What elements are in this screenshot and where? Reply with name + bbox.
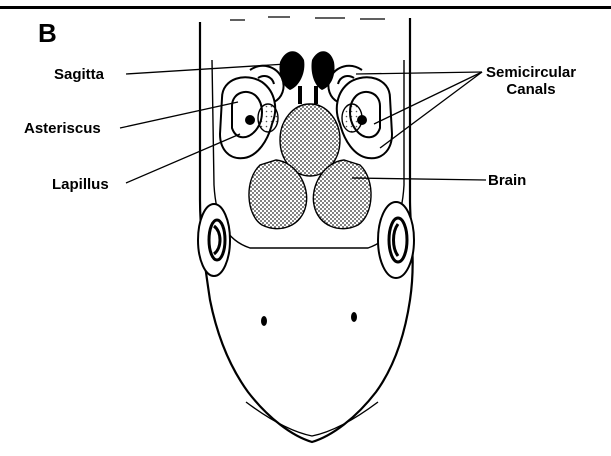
leader-canals-1: [356, 72, 482, 74]
right-lapillus-otolith: [357, 115, 367, 125]
nostrils: [261, 312, 357, 326]
leader-canals-3: [380, 72, 482, 148]
label-sagitta: Sagitta: [54, 66, 104, 83]
label-asteriscus: Asteriscus: [24, 120, 101, 137]
sagitta-otoliths: [279, 51, 334, 104]
label-brain: Brain: [488, 172, 526, 189]
label-canals-line2: Canals: [486, 81, 576, 98]
left-lapillus-otolith: [245, 115, 255, 125]
label-semicircular-line1: Semicircular: [486, 64, 576, 81]
left-eye: [198, 204, 230, 276]
leader-sagitta: [126, 64, 286, 74]
label-semicircular-canals: Semicircular Canals: [486, 64, 576, 99]
right-eye: [378, 202, 414, 278]
leader-brain: [352, 178, 486, 180]
label-lapillus: Lapillus: [52, 176, 109, 193]
leader-lapillus: [126, 134, 240, 183]
